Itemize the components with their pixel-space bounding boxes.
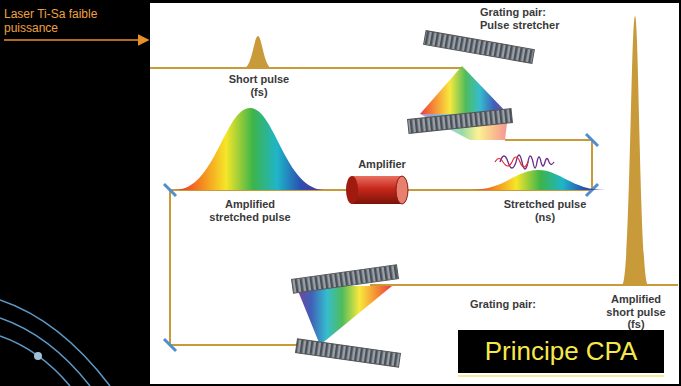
title-underline — [458, 375, 664, 377]
amplifier-rod — [346, 176, 408, 204]
pulse-label: Amplified stretched pulse — [200, 198, 300, 223]
pulse-label: Stretched pulse (ns) — [500, 198, 590, 223]
pulse-label: Short pulse (fs) — [226, 73, 292, 98]
amplified-short-pulse — [622, 16, 648, 285]
component-label: Amplifier — [352, 158, 412, 171]
chirped-wave — [495, 157, 528, 167]
amplified-stretched-pulse — [175, 108, 325, 190]
decor-arcs — [0, 300, 110, 386]
chirped-wave — [500, 155, 554, 169]
stretcher-gratings — [408, 31, 535, 140]
short-pulse — [244, 36, 272, 68]
compressor-gratings — [292, 265, 401, 367]
pulse-label: Amplified short pulse (fs) — [600, 293, 672, 331]
source-label: Laser Ti-Sa faible puissance — [4, 8, 126, 36]
stretched-pulse — [470, 170, 606, 190]
beam-path — [150, 68, 678, 345]
component-label: Grating pair: Pulse stretcher — [480, 6, 576, 31]
slide-title: Principe CPA — [458, 330, 664, 373]
input-arrow — [4, 39, 148, 41]
figure-panel — [150, 3, 679, 384]
component-label: Grating pair: — [470, 298, 560, 311]
